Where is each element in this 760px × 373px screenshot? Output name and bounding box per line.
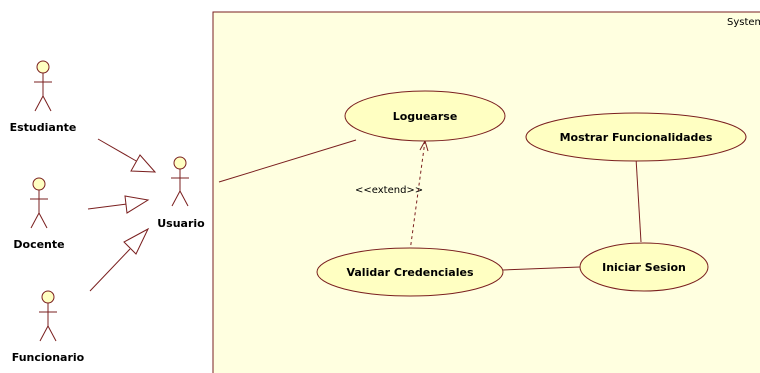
association-iniciar-mostrar[interactable] xyxy=(635,157,642,243)
association-usuario-loguearse[interactable] xyxy=(218,139,357,183)
actor-label: Estudiante xyxy=(10,121,77,134)
use-case-label: Mostrar Funcionalidades xyxy=(560,131,713,144)
actor-usuario[interactable]: Usuario xyxy=(157,156,205,230)
stick-figure-icon xyxy=(39,290,57,342)
use-case-label: Iniciar Sesion xyxy=(602,261,686,274)
actor-docente[interactable]: Docente xyxy=(13,177,65,251)
actor-funcionario[interactable]: Funcionario xyxy=(12,290,85,364)
use-case-iniciar-sesion[interactable]: Iniciar Sesion xyxy=(579,242,709,292)
actor-label: Funcionario xyxy=(12,351,85,364)
use-case-validar-credenciales[interactable]: Validar Credenciales xyxy=(316,247,504,297)
association-validar-iniciar[interactable] xyxy=(502,266,581,271)
use-case-label: Loguearse xyxy=(393,110,458,123)
stick-figure-icon xyxy=(30,177,48,229)
use-case-mostrar-funcionalidades[interactable]: Mostrar Funcionalidades xyxy=(525,112,747,162)
actor-label: Docente xyxy=(13,238,64,251)
actor-label: Usuario xyxy=(157,217,205,230)
generalization-docente-usuario[interactable] xyxy=(87,195,150,214)
extend-stereotype-label: <<extend>> xyxy=(355,185,423,196)
actor-estudiante[interactable]: Estudiante xyxy=(10,60,77,134)
generalization-estudiante-usuario[interactable] xyxy=(97,138,157,173)
stick-figure-icon xyxy=(34,60,52,112)
use-case-label: Validar Credenciales xyxy=(346,266,473,279)
system-boundary xyxy=(212,11,760,373)
use-case-loguearse[interactable]: Loguearse xyxy=(344,90,506,142)
stick-figure-icon xyxy=(171,156,189,207)
system-label: System xyxy=(727,17,760,28)
generalization-funcionario-usuario[interactable] xyxy=(89,227,150,292)
